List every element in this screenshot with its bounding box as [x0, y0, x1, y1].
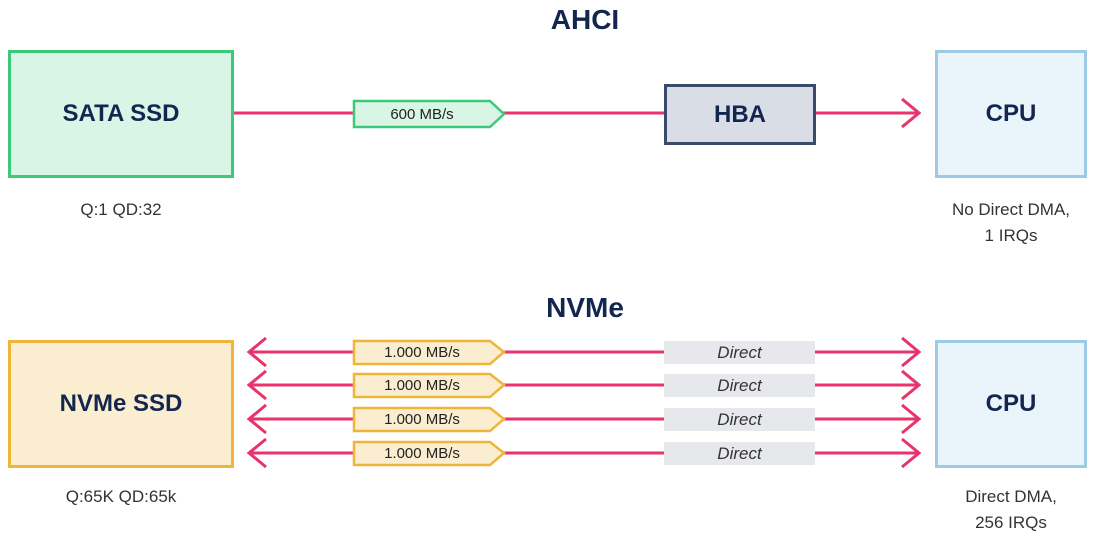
nvme-lane-4-tag-shape — [352, 440, 506, 467]
nvme-lane-4-line — [246, 437, 922, 469]
nvme-lane-2-line — [246, 369, 922, 401]
nvme-lane-1-bandwidth: 1.000 MB/s — [384, 344, 460, 361]
nvme-lane-2-tag-shape — [352, 372, 506, 399]
ahci-cpu-caption: No Direct DMA, 1 IRQs — [925, 197, 1095, 249]
ahci-cpu-box: CPU — [935, 50, 1087, 178]
nvme-lane-3-line — [246, 403, 922, 435]
ahci-bandwidth-tag-shape — [352, 99, 506, 129]
ahci-bandwidth-label: 600 MB/s — [390, 105, 454, 123]
ahci-title: AHCI — [550, 4, 620, 35]
nvme-lane-3-direct: Direct — [664, 408, 815, 431]
nvme-title: NVMe — [546, 292, 624, 323]
hba-label: HBA — [714, 100, 766, 128]
nvme-cpu-box: CPU — [935, 340, 1087, 468]
nvme-cpu-caption-line1: Direct DMA, — [965, 487, 1057, 506]
nvme-cpu-caption-line2: 256 IRQs — [975, 513, 1047, 532]
ahci-cpu-label: CPU — [985, 100, 1037, 127]
nvme-ssd-label: NVMe SSD — [59, 390, 183, 417]
sata-ssd-box: SATA SSD — [8, 50, 234, 178]
hba-box: HBA — [664, 84, 816, 145]
sata-ssd-label: SATA SSD — [62, 100, 180, 127]
nvme-cpu-label: CPU — [985, 390, 1037, 417]
nvme-cpu-caption: Direct DMA, 256 IRQs — [925, 484, 1095, 536]
nvme-lane-4-bandwidth: 1.000 MB/s — [384, 445, 460, 462]
nvme-lane-3-bandwidth: 1.000 MB/s — [384, 411, 460, 428]
nvme-lane-1-tag-shape — [352, 339, 506, 366]
nvme-lane-2-direct: Direct — [664, 374, 815, 397]
nvme-lane-3-tag-shape — [352, 406, 506, 433]
ahci-arrowhead-right — [901, 97, 922, 129]
ahci-cpu-caption-line1: No Direct DMA, — [951, 200, 1071, 219]
nvme-lane-1-direct: Direct — [664, 341, 815, 364]
nvme-lane-4-direct: Direct — [664, 442, 815, 465]
nvme-ssd-caption: Q:65K QD:65k — [65, 487, 177, 506]
nvme-lane-1-line — [246, 336, 922, 368]
sata-ssd-caption: Q:1 QD:32 — [80, 200, 162, 219]
nvme-lane-2-bandwidth: 1.000 MB/s — [384, 377, 460, 394]
nvme-ssd-box: NVMe SSD — [8, 340, 234, 468]
ahci-cpu-caption-line2: 1 IRQs — [984, 226, 1038, 245]
